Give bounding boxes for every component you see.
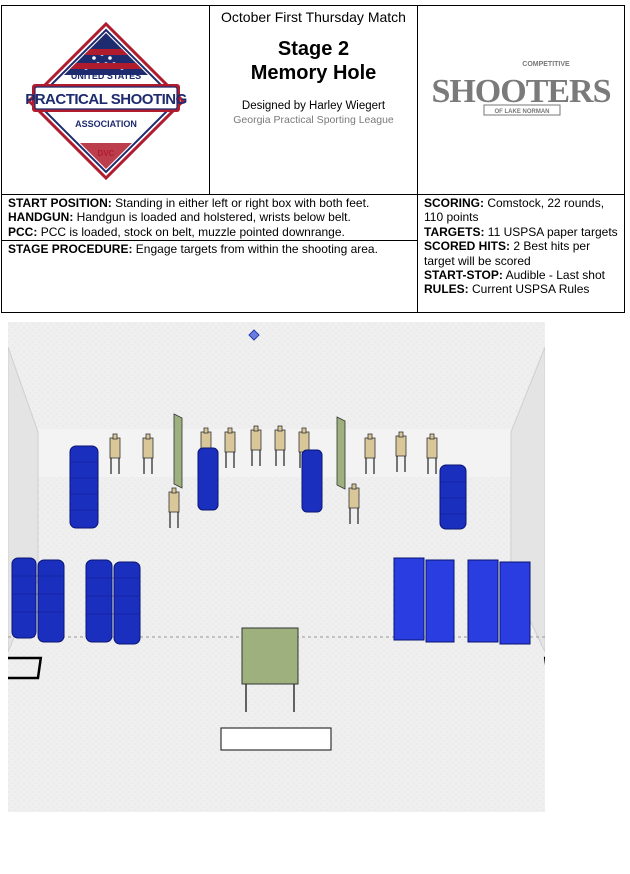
start-conditions: START POSITION: Standing in either left … xyxy=(2,195,417,242)
targets-text: 11 USPSA paper targets xyxy=(487,224,618,239)
start-position-text: Standing in either left or right box wit… xyxy=(115,196,370,210)
start-mat xyxy=(220,727,332,751)
center-panel xyxy=(241,627,299,685)
rules-row: RULES: Current USPSA Rules xyxy=(424,282,620,296)
stage-header: PRACTICAL SHOOTING UNITED STATES ASSOCIA… xyxy=(1,5,625,195)
pcc-label: PCC: xyxy=(8,224,38,239)
right-back-barrels xyxy=(439,464,467,530)
stage-info-right: SCORING: Comstock, 22 rounds, 110 points… xyxy=(418,195,624,312)
logo-top-text: COMPETITIVE xyxy=(522,61,570,68)
stage-number: Stage 2 xyxy=(277,38,350,60)
scoring-label: SCORING: xyxy=(424,196,484,210)
right-front-crates xyxy=(393,557,531,645)
left-back-barrels xyxy=(69,445,99,529)
scored-hits-label: SCORED HITS: xyxy=(424,239,511,254)
left-logo-cell: PRACTICAL SHOOTING UNITED STATES ASSOCIA… xyxy=(2,6,210,194)
start-stop-text: Audible - Last shot xyxy=(505,268,605,283)
designer-credit: Designed by Harley Wiegert xyxy=(241,100,386,112)
logo-line4: DVC xyxy=(98,149,115,158)
start-position-row: START POSITION: Standing in either left … xyxy=(2,196,417,210)
targets-label: TARGETS: xyxy=(424,224,485,239)
logo-line2: PRACTICAL SHOOTING xyxy=(25,91,187,108)
center-barrels xyxy=(197,447,323,513)
stage-info-table: START POSITION: Standing in either left … xyxy=(1,194,625,313)
left-front-barrels xyxy=(11,557,141,645)
scored-hits-text: 2 Best hits per target will be scored xyxy=(424,239,591,268)
scoring-row: SCORING: Comstock, 22 rounds, 110 points xyxy=(424,196,620,225)
start-position-label: START POSITION: xyxy=(8,196,112,210)
league-name: Georgia Practical Sporting League xyxy=(233,114,394,126)
match-title: October First Thursday Match xyxy=(221,9,406,25)
competitive-shooters-logo: COMPETITIVE SHOOTERS OF LAKE NORMAN xyxy=(431,61,612,116)
targets-row: TARGETS: 11 USPSA paper targets xyxy=(424,225,620,239)
scoring-text: Comstock, 22 rounds, 110 points xyxy=(424,196,605,225)
start-stop-label: START-STOP: xyxy=(424,268,503,283)
handgun-text: Handgun is loaded and holstered, wrists … xyxy=(76,210,351,225)
procedure-label: STAGE PROCEDURE: xyxy=(8,242,133,257)
stage-diagram xyxy=(8,322,545,812)
handgun-row: HANDGUN: Handgun is loaded and holstered… xyxy=(2,210,417,224)
handgun-label: HANDGUN: xyxy=(8,210,74,225)
left-shooting-box xyxy=(8,656,43,680)
start-stop-row: START-STOP: Audible - Last shot xyxy=(424,268,620,282)
pcc-text: PCC is loaded, stock on belt, muzzle poi… xyxy=(40,224,345,239)
marker-icon xyxy=(248,329,260,341)
title-cell: October First Thursday Match Stage 2 Mem… xyxy=(210,6,418,194)
uspsa-logo: PRACTICAL SHOOTING UNITED STATES ASSOCIA… xyxy=(25,21,187,181)
procedure-text: Engage targets from within the shooting … xyxy=(135,242,378,257)
rules-label: RULES: xyxy=(424,282,469,297)
stage-name: Memory Hole xyxy=(250,62,377,84)
stage-diagram-render xyxy=(8,322,545,812)
procedure-row: STAGE PROCEDURE: Engage targets from wit… xyxy=(2,241,417,256)
logo-bottom-text: OF LAKE NORMAN xyxy=(495,109,550,115)
logo-main-text: SHOOTERS xyxy=(431,73,610,110)
logo-line3: ASSOCIATION xyxy=(75,119,137,129)
rules-text: Current USPSA Rules xyxy=(472,282,590,297)
right-logo-cell: COMPETITIVE SHOOTERS OF LAKE NORMAN xyxy=(418,6,624,194)
pcc-row: PCC: PCC is loaded, stock on belt, muzzl… xyxy=(2,225,417,239)
stage-info-left: START POSITION: Standing in either left … xyxy=(2,195,418,312)
logo-line1: UNITED STATES xyxy=(71,71,141,81)
scored-hits-row: SCORED HITS: 2 Best hits per target will… xyxy=(424,239,620,268)
